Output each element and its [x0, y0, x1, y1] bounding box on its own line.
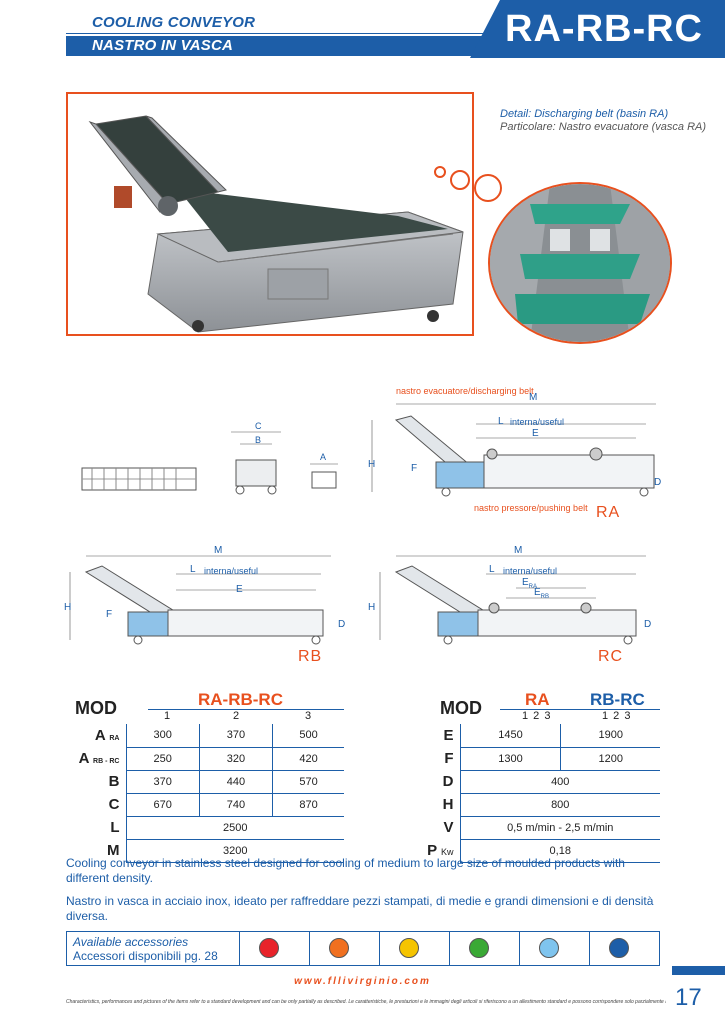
- title-en: COOLING CONVEYOR: [92, 14, 256, 31]
- dim-F-rb: F: [106, 609, 113, 620]
- accessories-label-it: Accessori disponibili pg. 28: [73, 949, 218, 963]
- variant-RB: RB: [298, 648, 323, 665]
- dim-D-rc: D: [644, 619, 652, 630]
- dim-B: B: [255, 435, 262, 445]
- dim-E-rb-rc: ERB: [534, 587, 550, 600]
- detail-caption-en: Detail: Discharging belt (basin RA): [500, 108, 669, 120]
- ra-drawing: [371, 403, 656, 497]
- dim-M-ra: M: [529, 392, 538, 403]
- table-row: L 2500: [66, 816, 344, 840]
- table-row: E 1450 1900: [400, 724, 660, 748]
- dim-H-ra: H: [368, 459, 376, 470]
- table-row: V 0,5 m/min - 2,5 m/min: [400, 816, 660, 840]
- spec-table-left: A RA 300 370 500 A RB - RC 250 320 420 B…: [66, 724, 344, 863]
- accessory-red-dot: [259, 938, 279, 958]
- dim-D-ra: D: [654, 477, 662, 488]
- dim-E-ra-rc: ERA: [522, 577, 538, 590]
- model-tab: [470, 0, 725, 58]
- table-right-heading-rbrc: RB-RC: [590, 690, 645, 709]
- rb-drawing: [69, 555, 331, 645]
- dim-E-rb: E: [236, 584, 243, 595]
- variant-RA: RA: [596, 504, 621, 521]
- dim-A: A: [320, 452, 327, 462]
- label-discharging-belt: nastro evacuatore/discharging belt: [396, 386, 534, 396]
- description-en: Cooling conveyor in stainless steel desi…: [66, 856, 625, 885]
- dim-H-rc: H: [368, 602, 376, 613]
- table-row: A RB - RC 250 320 420: [66, 747, 344, 771]
- dim-M-rb: M: [214, 545, 223, 556]
- label-interna-rb: interna/useful: [204, 566, 259, 576]
- dim-E-ra: E: [532, 428, 539, 439]
- technical-drawings: C B A nastro evacuatore/discharging belt…: [64, 380, 666, 680]
- sub-rbrc: 1 2 3: [602, 710, 632, 722]
- table-row: D 400: [400, 770, 660, 794]
- dim-M-rc: M: [514, 545, 523, 556]
- main-product-photo: [66, 92, 474, 336]
- table-row: C 670 740 870: [66, 793, 344, 817]
- description-it: Nastro in vasca in acciaio inox, ideato …: [66, 894, 654, 923]
- mod-label-left: MOD: [75, 698, 117, 718]
- table-row: P Kw 0,18: [400, 839, 660, 863]
- table-left-heading: RA-RB-RC: [198, 690, 283, 709]
- detail-photo: [488, 182, 672, 344]
- table-row: F 1300 1200: [400, 747, 660, 771]
- title-it: NASTRO IN VASCA: [92, 37, 234, 54]
- col-2: 2: [233, 710, 240, 722]
- section-drawing: [231, 431, 281, 495]
- col-1: 1: [164, 710, 171, 722]
- dim-L-ra: L: [498, 416, 504, 427]
- rc-drawing: [379, 555, 646, 645]
- spec-table-right: E 1450 1900 F 1300 1200 D 400 H 800 V 0,…: [400, 724, 660, 863]
- detail-caption-it: Particolare: Nastro evacuatore (vasca RA…: [500, 121, 707, 133]
- dim-D-rb: D: [338, 619, 346, 630]
- dim-F-ra: F: [411, 463, 418, 474]
- table-row: B 370 440 570: [66, 770, 344, 794]
- dim-L-rc: L: [489, 564, 495, 575]
- col-3: 3: [305, 710, 312, 722]
- website-link[interactable]: www.fllivirginio.com: [294, 976, 431, 987]
- variant-RC: RC: [598, 648, 624, 665]
- sub-ra: 1 2 3: [522, 710, 552, 722]
- table-right-rule: [500, 709, 660, 710]
- table-row: A RA 300 370 500: [66, 724, 344, 748]
- label-interna-ra: interna/useful: [510, 417, 565, 427]
- header-rule: [66, 14, 496, 34]
- footer-bar: [672, 966, 725, 975]
- accessory-orange-dot: [329, 938, 349, 958]
- accessory-yellow-dot: [399, 938, 419, 958]
- header: COOLING CONVEYOR NASTRO IN VASCA RA-RB-R…: [0, 0, 725, 58]
- table-row: M 3200: [66, 839, 344, 863]
- accessory-lightblue-dot: [539, 938, 559, 958]
- label-pushing-belt: nastro pressore/pushing belt: [474, 503, 588, 513]
- end-view-drawing: [310, 463, 338, 489]
- top-view-drawing: [81, 467, 197, 491]
- label-interna-rc: interna/useful: [503, 566, 558, 576]
- dim-L-rb: L: [190, 564, 196, 575]
- decorative-circles: [434, 166, 502, 202]
- disclaimer: Characteristics, performances and pictur…: [66, 999, 666, 1005]
- dim-C: C: [255, 421, 262, 431]
- mod-label-right: MOD: [440, 698, 482, 718]
- accessory-blue-dot: [609, 938, 629, 958]
- header-bar: [66, 36, 496, 56]
- detail-caption: Detail: Discharging belt (basin RA) Part…: [500, 108, 706, 134]
- model-title: RA-RB-RC: [505, 8, 703, 50]
- accessories-label-en: Available accessories: [73, 935, 189, 949]
- accessories-box: Available accessories Accessori disponib…: [66, 931, 660, 966]
- accessory-green-dot: [469, 938, 489, 958]
- table-right-heading-ra: RA: [525, 690, 550, 709]
- page-number: 17: [675, 984, 702, 1011]
- table-left-rule: [148, 709, 344, 710]
- table-row: H 800: [400, 793, 660, 817]
- dim-H-rb: H: [64, 602, 72, 613]
